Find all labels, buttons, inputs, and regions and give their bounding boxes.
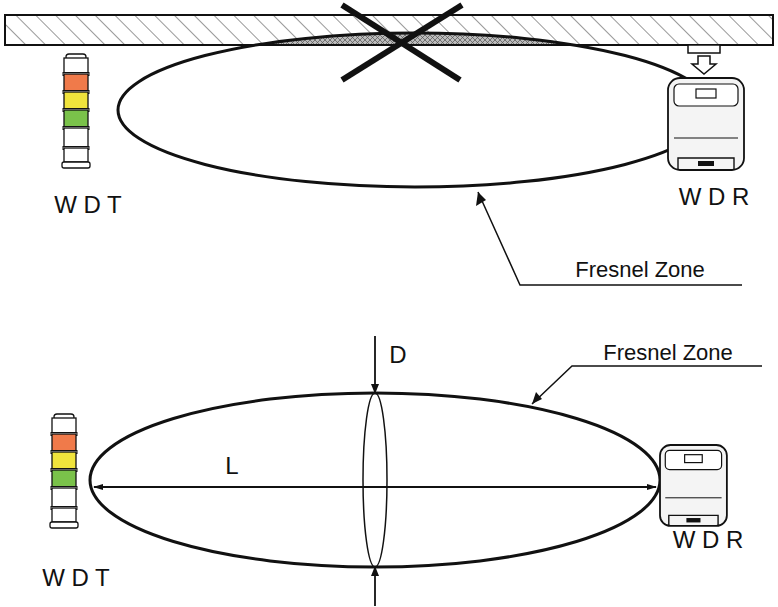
dimension-label: D (389, 343, 406, 367)
receiver-device (660, 445, 727, 526)
leader-arrowhead (476, 192, 486, 206)
cross-mark (342, 5, 462, 80)
dimension-label: L (225, 454, 238, 478)
cross-section (363, 393, 387, 567)
leader-line (532, 366, 762, 404)
device-label: W D R (679, 185, 750, 209)
device-label: W D T (42, 566, 110, 590)
zone-label: Fresnel Zone (575, 259, 705, 281)
receiver-mount (688, 45, 720, 74)
receiver-device (668, 78, 744, 170)
device-label: W D T (54, 193, 122, 217)
ceiling (5, 15, 773, 45)
signal-tower (62, 54, 90, 168)
fresnel-ellipse (118, 33, 712, 187)
leader-arrowhead (532, 392, 542, 404)
signal-tower (50, 414, 78, 528)
dimension-line (94, 486, 656, 488)
zone-label: Fresnel Zone (603, 342, 733, 364)
device-label: W D R (673, 528, 744, 552)
dimension-arrow (374, 336, 376, 393)
fresnel-ellipse (90, 393, 660, 567)
dimension-arrow (374, 567, 376, 606)
